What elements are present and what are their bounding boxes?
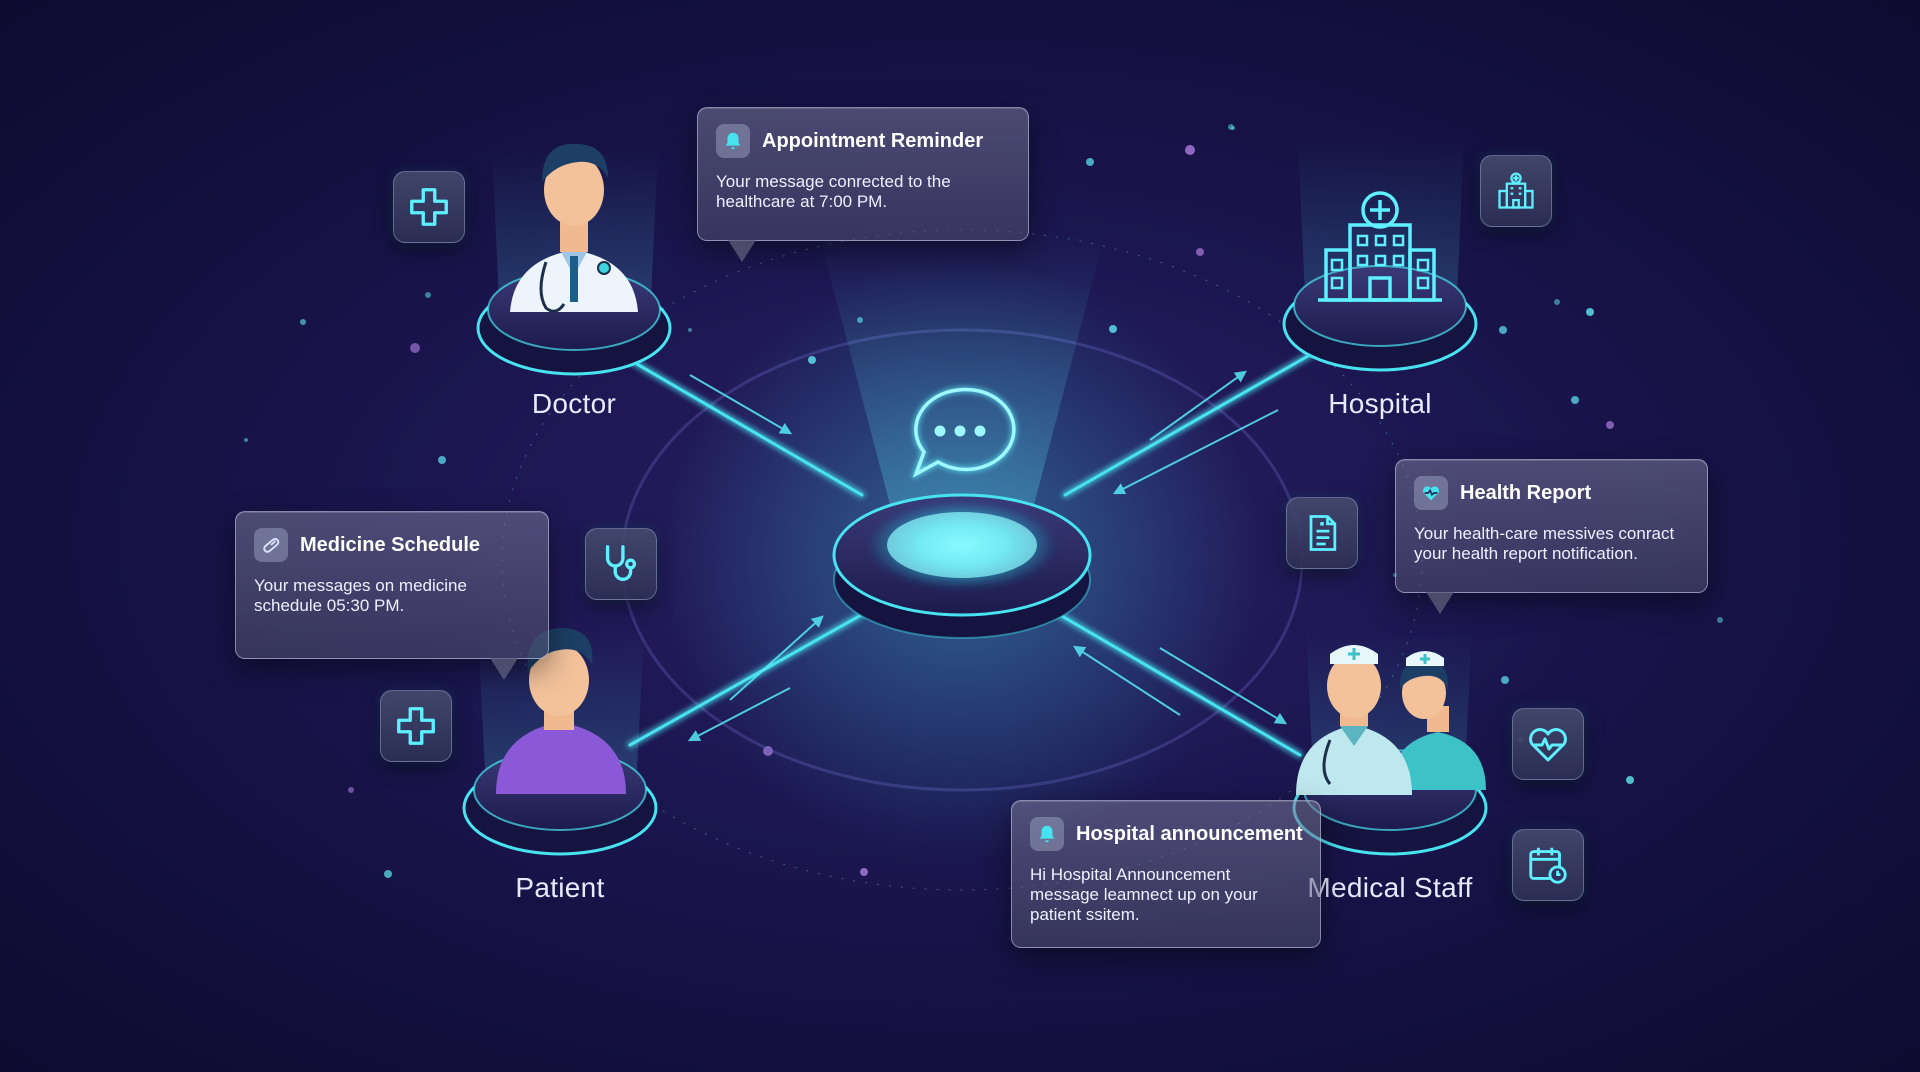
health-report-card[interactable]: Health Report Your health-care messives … (1395, 459, 1708, 614)
card-tail (1426, 592, 1454, 614)
medical-staff-avatar (1296, 645, 1486, 795)
bell-icon (716, 124, 750, 158)
chat-bubble-icon (911, 386, 1017, 480)
card-body: Hi Hospital Announcement message leamnec… (1030, 865, 1258, 924)
medicine-schedule-card[interactable]: Medicine Schedule Your messages on medic… (235, 511, 549, 680)
card-title: Hospital announcement (1076, 822, 1303, 845)
pill-icon (254, 528, 288, 562)
node-label-doctor: Doctor (531, 388, 617, 419)
card-title: Appointment Reminder (762, 129, 984, 152)
card-body: Your health-care messives conract your h… (1414, 524, 1675, 563)
heart-icon (1414, 476, 1448, 510)
medical-cross-icon[interactable] (380, 690, 452, 762)
node-label-patient: Patient (515, 872, 605, 903)
hub-beam (818, 230, 1106, 520)
card-title: Medicine Schedule (300, 533, 481, 556)
node-label-medical-staff: Medical Staff (1307, 872, 1473, 903)
central-hub (832, 493, 1092, 639)
heart-pulse-icon[interactable] (1512, 708, 1584, 780)
medical-cross-icon[interactable] (393, 171, 465, 243)
flow-arrows (687, 370, 1288, 742)
hospital-building-icon[interactable] (1480, 155, 1552, 227)
card-tail (728, 240, 756, 262)
calendar-clock-icon[interactable] (1512, 829, 1584, 901)
bell-icon (1030, 817, 1064, 851)
hospital-building-icon (1318, 191, 1442, 302)
card-tail (490, 658, 518, 680)
card-body: Your messages on medicine schedule 05:30… (254, 576, 467, 615)
stethoscope-icon[interactable] (585, 528, 657, 600)
pedestal-hospital (1282, 140, 1478, 372)
card-body: Your message conrected to the healthcare… (716, 172, 951, 211)
card-title: Health Report (1460, 481, 1592, 504)
hospital-announcement-card[interactable]: Hospital announcement Hi Hospital Announ… (1011, 800, 1321, 948)
appointment-reminder-card[interactable]: Appointment Reminder Your message conrec… (697, 107, 1029, 262)
patient-avatar (496, 628, 626, 794)
document-icon[interactable] (1286, 497, 1358, 569)
doctor-avatar (510, 143, 638, 313)
node-label-hospital: Hospital (1328, 388, 1432, 419)
connectors (627, 349, 1318, 758)
